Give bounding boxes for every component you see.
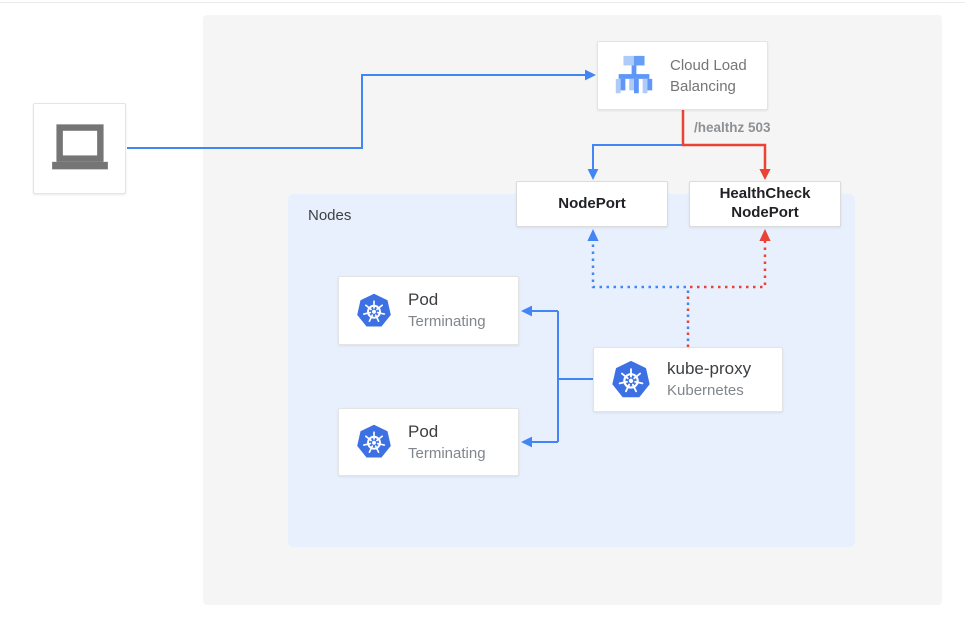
kube-proxy-title: kube-proxy (667, 359, 752, 379)
kubernetes-icon (612, 360, 650, 397)
laptop-icon (51, 123, 108, 169)
healthcheck-nodeport-node: HealthCheck NodePort (689, 181, 841, 227)
kube-proxy-subtitle: Kubernetes (667, 382, 744, 400)
healthcheck-nodeport-label: HealthCheck NodePort (719, 185, 811, 221)
pod-2-status: Terminating (408, 444, 486, 462)
cloud-load-balancing-label: Cloud Load Balancing (670, 56, 747, 95)
pod-2-node: Pod Terminating (338, 408, 519, 476)
cloud-load-balancing-node: Cloud Load Balancing (597, 41, 768, 110)
pod-2-title: Pod (408, 421, 439, 441)
nodes-group-label: Nodes (308, 207, 352, 224)
kube-proxy-node: kube-proxy Kubernetes (593, 347, 783, 412)
load-balancer-icon (615, 55, 653, 93)
client-node (33, 103, 126, 194)
kubernetes-icon (357, 424, 391, 458)
pod-1-status: Terminating (408, 313, 486, 331)
nodeport-node: NodePort (516, 181, 668, 227)
top-divider (0, 2, 965, 3)
healthz-status-label: /healthz 503 (694, 120, 771, 135)
pod-1-node: Pod Terminating (338, 276, 519, 345)
pod-1-title: Pod (408, 290, 439, 310)
kubernetes-icon (357, 293, 391, 327)
nodeport-label: NodePort (558, 194, 626, 212)
